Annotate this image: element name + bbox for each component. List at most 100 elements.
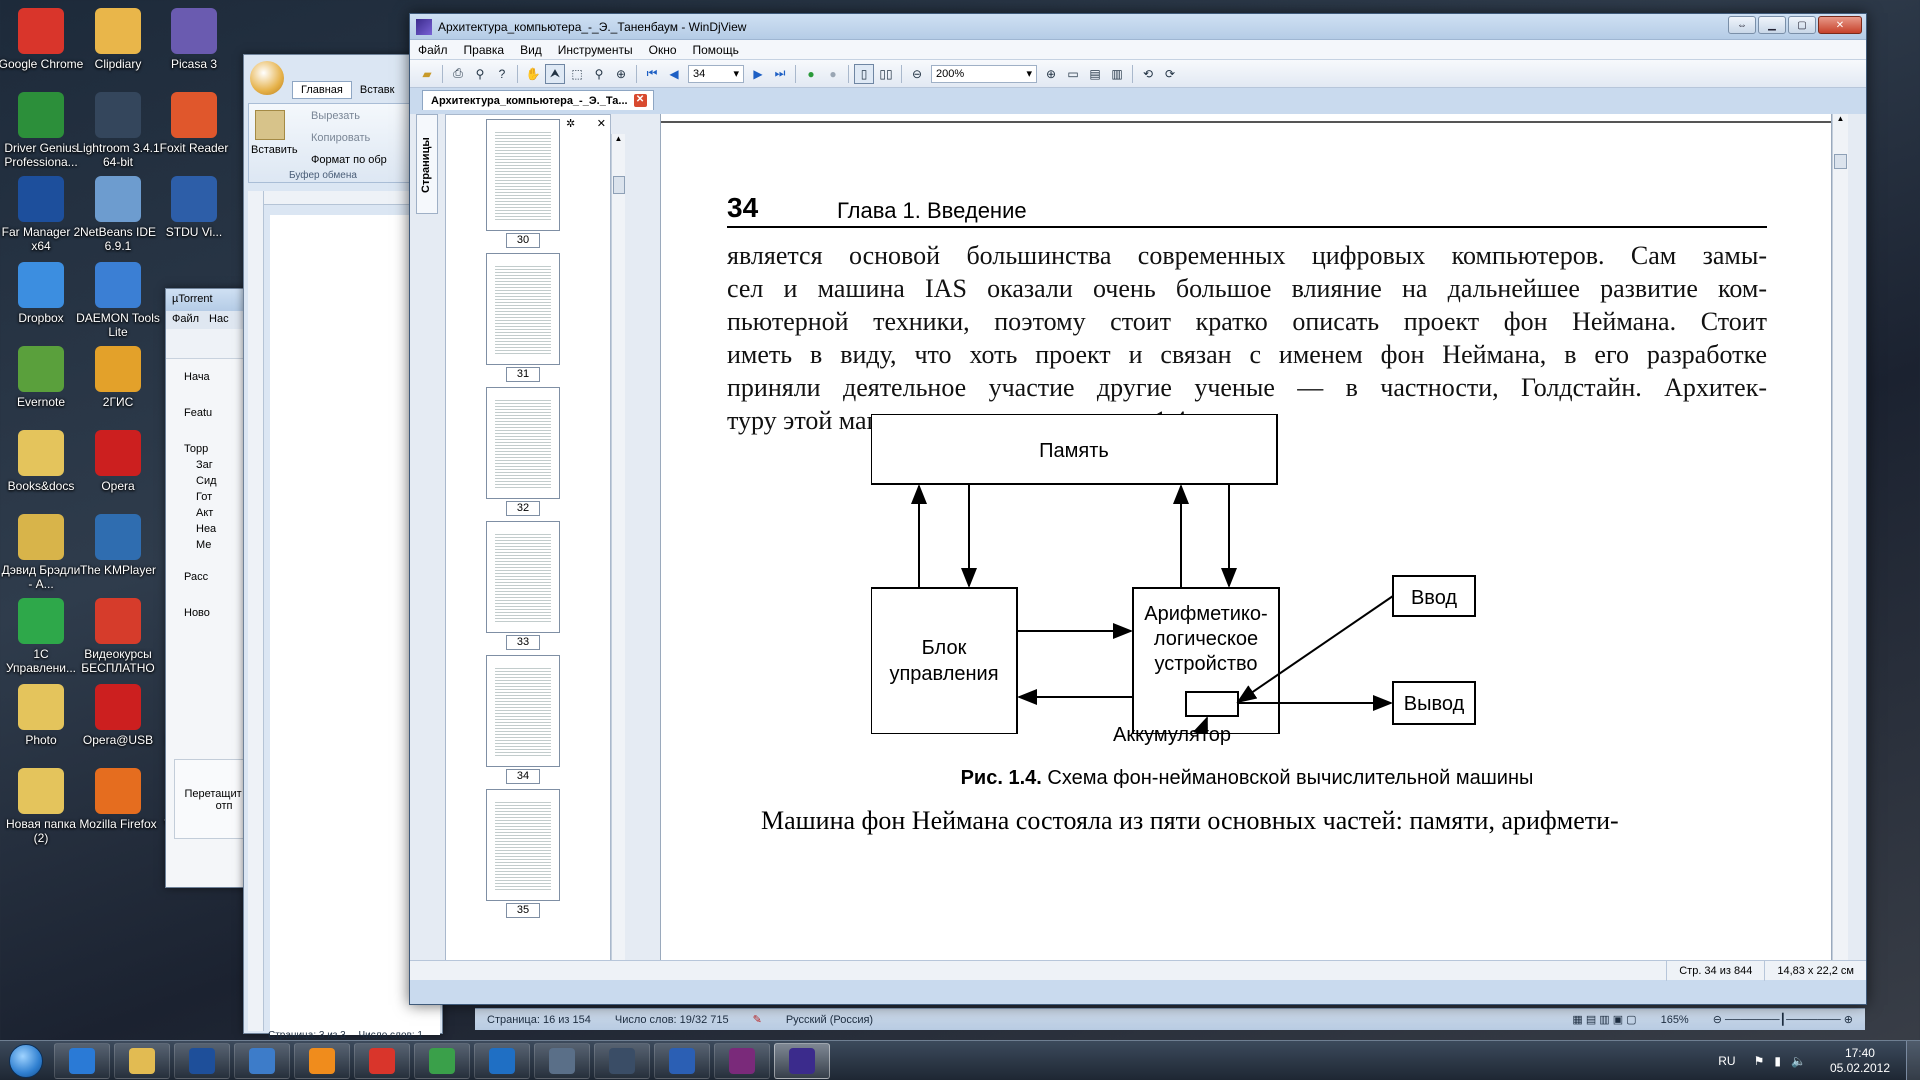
desktop-icon[interactable]: Lightroom 3.4.1 64-bit [75, 92, 161, 169]
taskbar-app-lock[interactable] [594, 1042, 650, 1079]
zoom-tool-icon[interactable]: ⚲ [594, 66, 604, 81]
page-thumbnail[interactable] [486, 655, 560, 767]
utorrent-item[interactable]: Сид [196, 475, 217, 487]
clock[interactable]: 17:40 05.02.2012 [1830, 1046, 1890, 1076]
zoom-combo[interactable]: 200% ▾ [931, 64, 1037, 83]
word-status-words[interactable]: Число слов: 19/32 715 [614, 1013, 729, 1026]
info-icon[interactable]: ? [498, 66, 506, 81]
taskbar-app-far[interactable] [174, 1042, 230, 1079]
document-page[interactable]: 34 Глава 1. Введение является основой бо… [660, 114, 1832, 980]
utorrent-item[interactable]: Нача [184, 371, 210, 383]
menu-view[interactable]: Вид [520, 42, 542, 57]
pane-settings-icon[interactable]: ✲ [566, 118, 576, 130]
desktop-icon[interactable]: Opera [75, 430, 161, 493]
hand-tool-icon[interactable]: ✋ [525, 66, 541, 81]
find-icon[interactable]: ⚲ [475, 66, 485, 81]
restore-special-icon[interactable]: ⇔ [1728, 16, 1756, 34]
cut-button[interactable]: Вырезать [311, 110, 360, 122]
page-thumbnail[interactable] [486, 253, 560, 365]
utorrent-item[interactable]: Featu [184, 407, 213, 419]
taskbar-app-winrar[interactable] [714, 1042, 770, 1079]
print-icon[interactable]: ⎙ [453, 66, 463, 80]
spellcheck-icon[interactable]: ✎ [752, 1014, 762, 1026]
page-thumbnail[interactable] [486, 521, 560, 633]
fit-page-icon[interactable]: ▯ [854, 63, 874, 84]
utorrent-item[interactable]: Расс [184, 571, 209, 583]
windjview-titlebar[interactable]: Архитектура_компьютера_-_Э._Таненбаум - … [410, 14, 1866, 40]
desktop-icon[interactable]: 2ГИС [75, 346, 161, 409]
back-icon[interactable]: ● [829, 66, 837, 81]
menu-help[interactable]: Помощь [692, 42, 739, 57]
start-button[interactable] [0, 1041, 52, 1080]
rotate-left-icon[interactable]: ⟲ [1142, 66, 1154, 81]
open-icon[interactable]: ▰ [422, 66, 432, 81]
minimize-button[interactable]: ▁ [1758, 16, 1786, 34]
thumbnails-scroll-thumb[interactable] [613, 176, 625, 194]
scroll-up-icon[interactable]: ▲ [1836, 114, 1845, 123]
tab-home[interactable]: Главная [292, 81, 352, 99]
desktop-icon[interactable]: 1С Управлени... [0, 598, 84, 675]
desktop-icon[interactable]: DAEMON Tools Lite [75, 262, 161, 339]
page-thumbnail[interactable] [486, 119, 560, 231]
desktop-icon[interactable]: The KMPlayer [75, 514, 161, 577]
desktop-icon[interactable]: STDU Vi... [151, 176, 237, 239]
rotate-right-icon[interactable]: ⟳ [1164, 66, 1176, 81]
actual-size-icon[interactable]: ▭ [1067, 66, 1079, 81]
menu-window[interactable]: Окно [648, 42, 677, 57]
taskbar-app-chrome[interactable] [354, 1042, 410, 1079]
show-desktop-button[interactable] [1906, 1041, 1920, 1080]
fit-width-icon[interactable]: ▤ [1089, 66, 1101, 81]
utorrent-menu-file[interactable]: Файл [172, 313, 200, 325]
desktop-icon[interactable]: Photo [0, 684, 84, 747]
tab-insert[interactable]: Вставк [359, 84, 395, 96]
desktop-icon[interactable]: Видеокурсы БЕСПЛАТНО [75, 598, 161, 675]
next-page-icon[interactable]: ▶ [753, 66, 763, 81]
desktop-icon[interactable]: Picasa 3 [151, 8, 237, 71]
desktop-icon[interactable]: Evernote [0, 346, 84, 409]
language-indicator[interactable]: RU [1718, 1054, 1736, 1068]
utorrent-item[interactable]: Акт [196, 507, 214, 519]
first-page-icon[interactable]: ⏮ [646, 66, 658, 80]
desktop-icon[interactable]: Новая папка (2) [0, 768, 84, 845]
close-tab-icon[interactable]: ✕ [633, 94, 647, 107]
desktop-icon[interactable]: Opera@USB [75, 684, 161, 747]
magnifier-icon[interactable]: ⊕ [615, 66, 627, 81]
desktop-icon[interactable]: Mozilla Firefox [75, 768, 161, 831]
office-button[interactable] [250, 61, 284, 95]
desktop-icon[interactable]: Dropbox [0, 262, 84, 325]
taskbar-app-teamviewer[interactable] [474, 1042, 530, 1079]
desktop-icon[interactable]: Google Chrome [0, 8, 84, 71]
paste-button[interactable]: Вставить [251, 144, 298, 156]
word-zoom-slider[interactable]: ⊖ ───────┃─────── ⊕ [1712, 1014, 1853, 1026]
taskbar-app-media[interactable] [294, 1042, 350, 1079]
fit-page-icon[interactable]: ▥ [1111, 66, 1123, 81]
taskbar-app-explorer[interactable] [114, 1042, 170, 1079]
taskbar-app-qip[interactable] [234, 1042, 290, 1079]
page-scroll-thumb[interactable] [1834, 154, 1847, 169]
menu-tools[interactable]: Инструменты [557, 42, 633, 57]
prev-page-icon[interactable]: ◀ [669, 66, 679, 81]
select-tool-icon[interactable]: ⮝ [545, 63, 565, 84]
forward-icon[interactable]: ● [807, 66, 815, 81]
word-view-buttons[interactable]: ▦ ▤ ▥ ▣ ▢ [1572, 1014, 1637, 1026]
thumbnails-scrollbar[interactable]: ▲ ▼ [611, 134, 625, 980]
desktop-icon[interactable]: Clipdiary [75, 8, 161, 71]
menu-file[interactable]: Файл [418, 42, 448, 57]
close-button[interactable]: ✕ [1818, 16, 1862, 34]
zoom-out-icon[interactable]: ⊖ [911, 66, 923, 81]
rect-select-icon[interactable]: ⬚ [571, 66, 583, 81]
zoom-in-icon[interactable]: ⊕ [1045, 66, 1057, 81]
page-thumbnail[interactable] [486, 387, 560, 499]
taskbar-app-remote[interactable] [534, 1042, 590, 1079]
desktop-icon[interactable]: Books&docs [0, 430, 84, 493]
network-icon[interactable]: ▮ [1774, 1054, 1781, 1068]
utorrent-item[interactable]: Торр [184, 443, 209, 455]
pages-side-tab[interactable]: Страницы [416, 114, 438, 214]
volume-icon[interactable]: 🔈 [1790, 1054, 1806, 1068]
flag-icon[interactable]: ⚑ [1753, 1054, 1765, 1068]
page-number-combo[interactable]: 34 ▾ [688, 64, 744, 83]
utorrent-item[interactable]: Гот [196, 491, 213, 503]
page-view[interactable]: 34 Глава 1. Введение является основой бо… [648, 114, 1848, 980]
last-page-icon[interactable]: ⏭ [774, 66, 786, 80]
